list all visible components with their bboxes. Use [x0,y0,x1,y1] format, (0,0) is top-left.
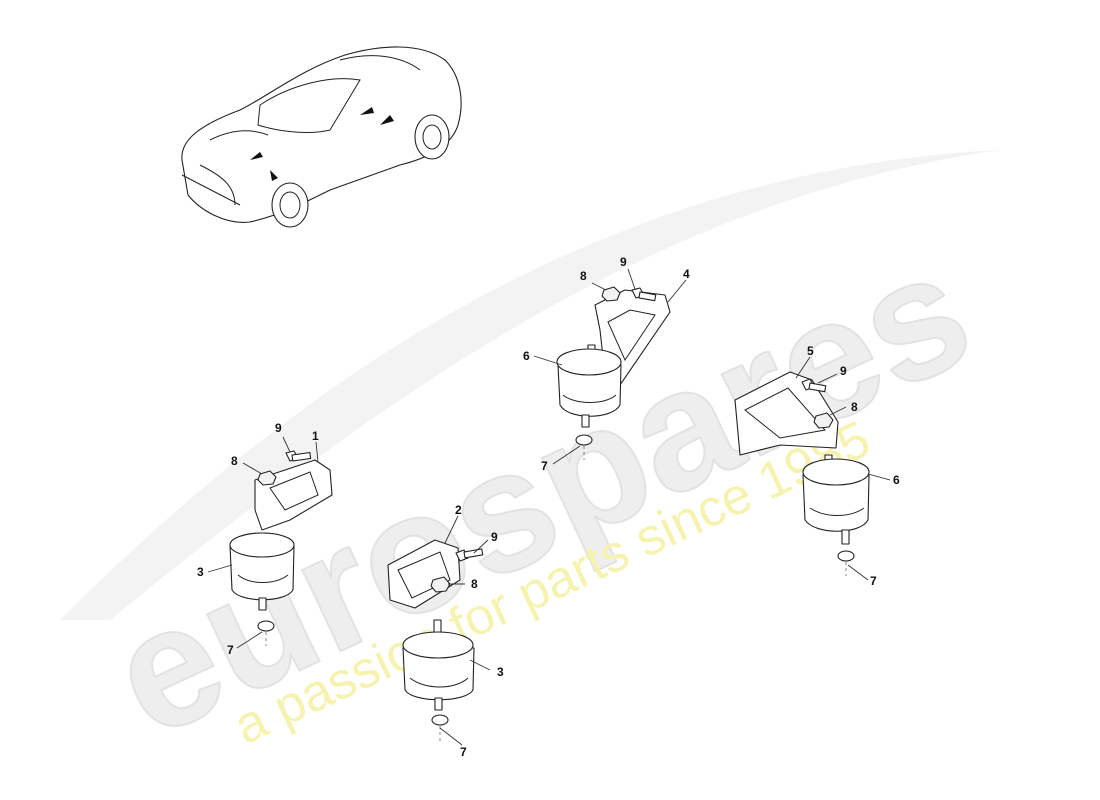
callout-7-middle: 7 [460,745,467,759]
callout-9-middle: 9 [491,530,498,544]
nut-8-right-part [813,412,834,429]
callout-9-upper: 9 [620,255,627,269]
nut-7-left-part [257,620,275,646]
callout-3-middle: 3 [497,665,504,679]
callout-9-left: 9 [275,421,282,435]
nut-7-right-part [837,550,855,576]
bolt-9-left-part [285,450,312,462]
callout-7-right: 7 [870,574,877,588]
callout-8-right: 8 [851,400,858,414]
callout-5: 5 [807,344,814,358]
callout-4: 4 [683,267,690,281]
bracket-5-part [734,371,839,456]
engine-mount-6-upper-part [556,344,622,428]
bolt-9-right-part [801,378,827,393]
callout-7-upper: 7 [541,459,548,473]
watermark-swoosh [60,150,1000,620]
callout-7-left: 7 [227,643,234,657]
callout-6-upper: 6 [523,349,530,363]
callout-8-middle: 8 [471,577,478,591]
callout-1: 1 [312,429,319,443]
callout-2: 2 [455,503,462,517]
nut-8-middle-part [430,576,451,593]
nut-8-left-part [257,470,277,486]
callout-8-left: 8 [231,454,238,468]
car-overview-illustration [181,46,462,228]
bolt-9-upper-part [631,287,657,302]
callout-8-upper: 8 [580,269,587,283]
watermark: eurospares a passion for parts since 198… [60,150,1000,775]
callout-labels: 1 2 3 3 4 5 6 6 7 7 7 7 8 8 8 8 9 9 9 9 [197,255,900,759]
leader-lines [207,268,891,746]
nut-7-upper-part [575,434,593,460]
engine-mount-3-middle-part [402,619,475,711]
engine-mount-3-left-part [229,532,295,611]
engine-mount-6-right-part [802,454,870,545]
callout-9-right: 9 [840,364,847,378]
callout-3-left: 3 [197,565,204,579]
callout-6-right: 6 [893,473,900,487]
nut-8-upper-part [601,286,621,302]
bolt-9-middle-part [455,548,484,562]
nut-7-middle-part [431,714,449,742]
